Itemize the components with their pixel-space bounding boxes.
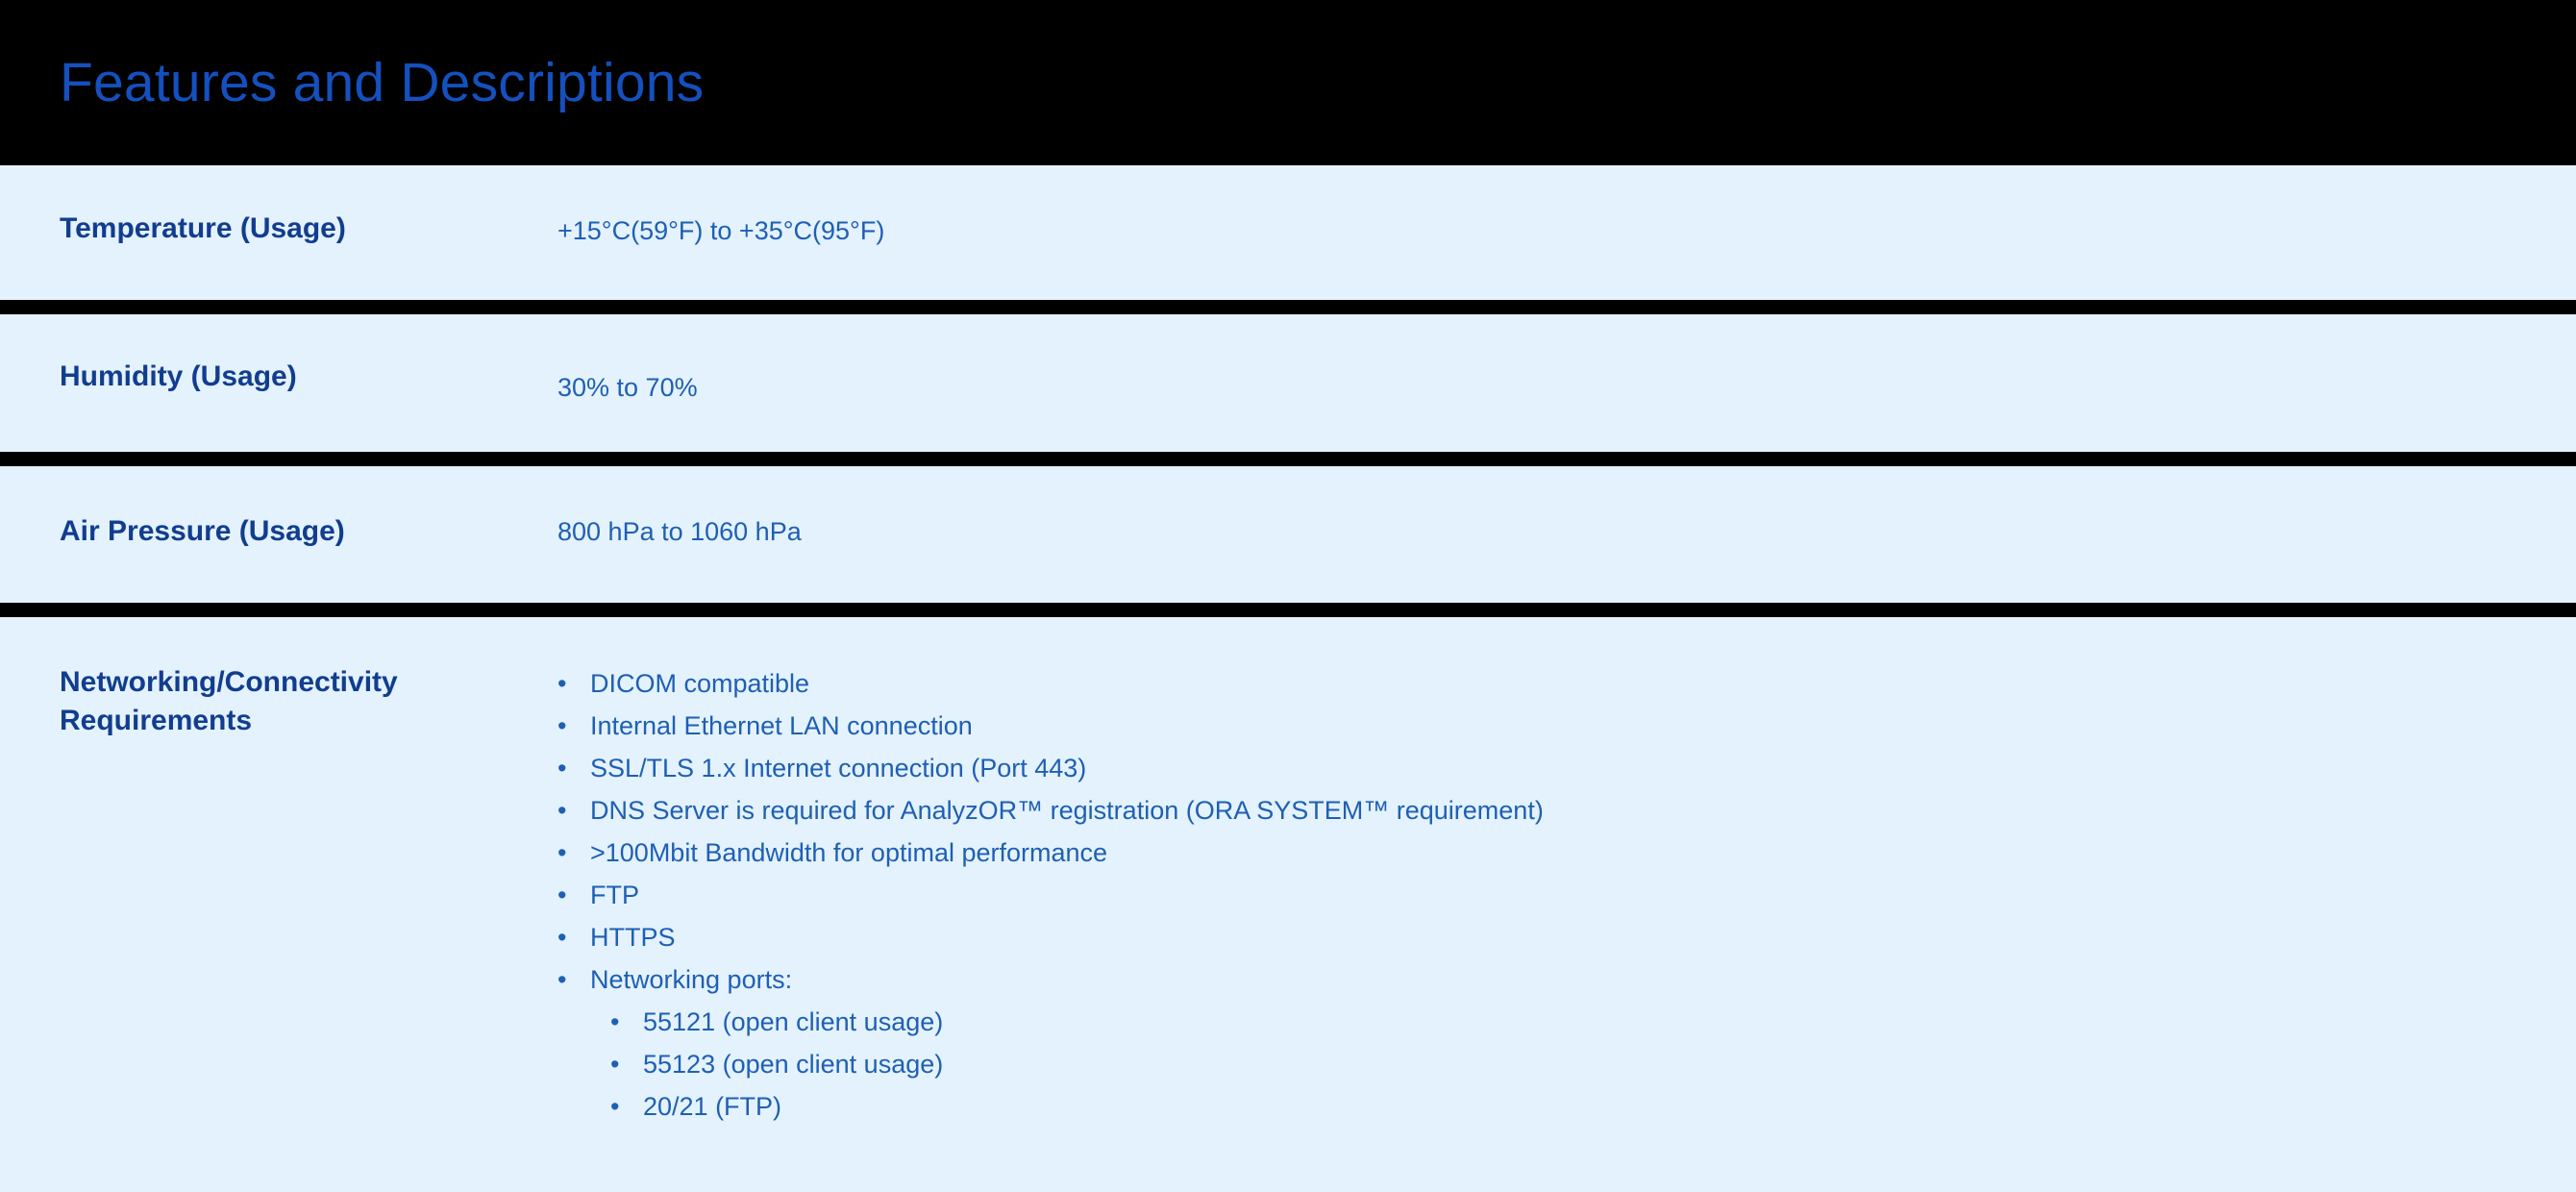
table-row: Humidity (Usage) 30% to 70% [0, 314, 2576, 452]
row-label-networking-line2: Requirements [60, 704, 253, 736]
list-item-label: DICOM compatible [590, 669, 810, 698]
row-label-temperature: Temperature (Usage) [60, 212, 346, 244]
row-label-humidity: Humidity (Usage) [60, 360, 297, 392]
list-item-label: 55123 (open client usage) [643, 1050, 944, 1079]
list-item: • DICOM compatible [557, 662, 2576, 705]
bullet-icon: • [557, 796, 567, 825]
bullet-icon: • [610, 1092, 620, 1121]
table-row: Air Pressure (Usage) 800 hPa to 1060 hPa [0, 466, 2576, 603]
row-value-humidity: 30% to 70% [557, 373, 698, 402]
list-item: • FTP [557, 874, 2576, 916]
list-item-label: DNS Server is required for AnalyzOR™ reg… [590, 796, 1544, 825]
list-item-label: FTP [590, 881, 639, 909]
row-label-air-pressure: Air Pressure (Usage) [60, 515, 345, 547]
list-item-label: 55121 (open client usage) [643, 1007, 944, 1036]
row-separator [0, 603, 2576, 617]
row-separator [0, 452, 2576, 466]
bullet-icon: • [557, 669, 567, 698]
sheet-header: Features and Descriptions [0, 0, 2576, 165]
bullet-icon: • [610, 1050, 620, 1079]
bullet-icon: • [557, 965, 567, 994]
row-label-networking-line1: Networking/Connectivity [60, 666, 398, 698]
bullet-icon: • [557, 754, 567, 782]
row-value-networking: • DICOM compatible • Internal Ethernet L… [557, 617, 2576, 1128]
list-item: • DNS Server is required for AnalyzOR™ r… [557, 789, 2576, 832]
list-item-label: 20/21 (FTP) [643, 1092, 782, 1121]
list-item: • Internal Ethernet LAN connection [557, 705, 2576, 747]
list-item-label: SSL/TLS 1.x Internet connection (Port 44… [590, 754, 1087, 782]
table-row: Networking/Connectivity Requirements • D… [0, 617, 2576, 1192]
list-item: • >100Mbit Bandwidth for optimal perform… [557, 832, 2576, 874]
list-item: • Networking ports: [557, 958, 2576, 1001]
table-row: Temperature (Usage) +15°C(59°F) to +35°C… [0, 165, 2576, 300]
bullet-icon: • [557, 838, 567, 867]
page-title: Features and Descriptions [60, 51, 705, 113]
bullet-icon: • [610, 1007, 620, 1036]
list-item: • SSL/TLS 1.x Internet connection (Port … [557, 747, 2576, 789]
row-value-air-pressure: 800 hPa to 1060 hPa [557, 517, 802, 546]
list-item: • HTTPS [557, 916, 2576, 958]
list-item-label: >100Mbit Bandwidth for optimal performan… [590, 838, 1108, 867]
list-item: • 20/21 (FTP) [610, 1085, 2576, 1128]
row-value-temperature: +15°C(59°F) to +35°C(95°F) [557, 216, 885, 245]
row-separator [0, 300, 2576, 314]
list-item: • 55121 (open client usage) [610, 1001, 2576, 1043]
bullet-icon: • [557, 923, 567, 952]
list-item-label: Internal Ethernet LAN connection [590, 711, 973, 740]
bullet-icon: • [557, 881, 567, 909]
list-item-label: HTTPS [590, 923, 676, 952]
bullet-icon: • [557, 711, 567, 740]
row-label-networking: Networking/Connectivity Requirements [0, 617, 557, 739]
list-item: • 55123 (open client usage) [610, 1043, 2576, 1085]
list-item-networking-ports: • Networking ports: • 55121 (open client… [557, 958, 2576, 1128]
networking-bullet-list: • DICOM compatible • Internal Ethernet L… [557, 662, 2576, 1128]
networking-ports-sub-list: • 55121 (open client usage) • 55123 (ope… [557, 1001, 2576, 1128]
list-item-label: Networking ports: [590, 965, 793, 994]
